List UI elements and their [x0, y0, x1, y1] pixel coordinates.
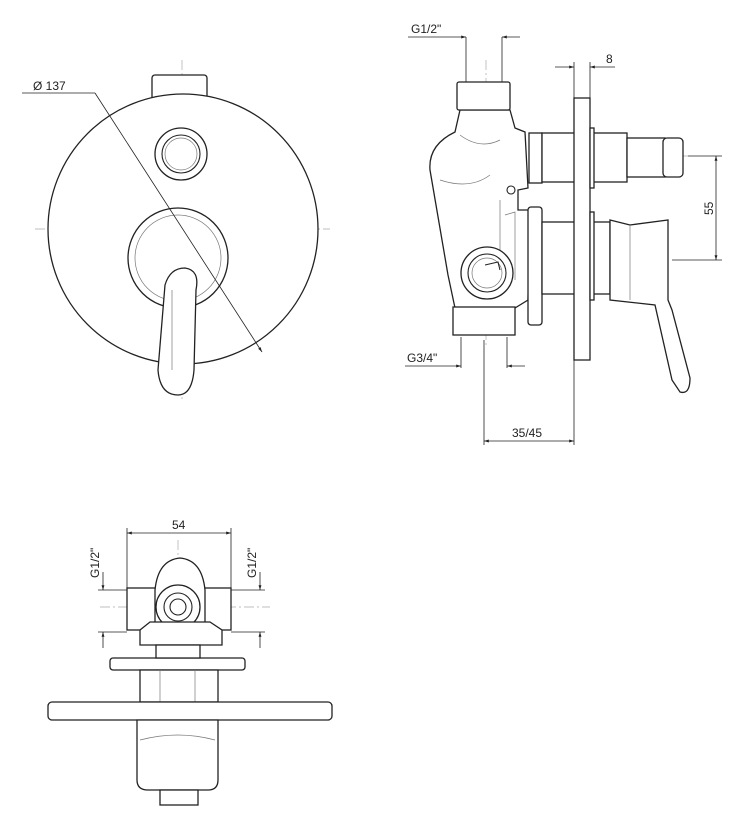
top-view-plate: [47, 701, 333, 721]
top-view: 54 G1/2" G1/2": [47, 518, 333, 806]
side-view: G1/2" 8 55 G3/4" 35/45: [405, 22, 722, 445]
bottom-outlet: [452, 306, 516, 336]
right-inlet-label: G1/2": [245, 548, 259, 578]
front-view: Ø 137: [22, 60, 330, 400]
top-inlet: [456, 81, 511, 111]
wall-plate: [573, 97, 591, 361]
width-label: 54: [172, 518, 186, 532]
plate-thickness-label: 8: [606, 52, 613, 66]
top-inlet-label: G1/2": [411, 22, 441, 36]
bottom-outlet-label: G3/4": [407, 351, 437, 365]
lever-handle: [157, 267, 198, 396]
diameter-label: Ø 137: [33, 79, 66, 93]
depth-label: 35/45: [512, 426, 542, 440]
axis-distance-label: 55: [702, 201, 716, 215]
diverter-knob: [154, 127, 208, 181]
left-inlet-label: G1/2": [88, 548, 102, 578]
side-lever-handle: [609, 219, 691, 394]
diverter-cap: [662, 137, 684, 178]
